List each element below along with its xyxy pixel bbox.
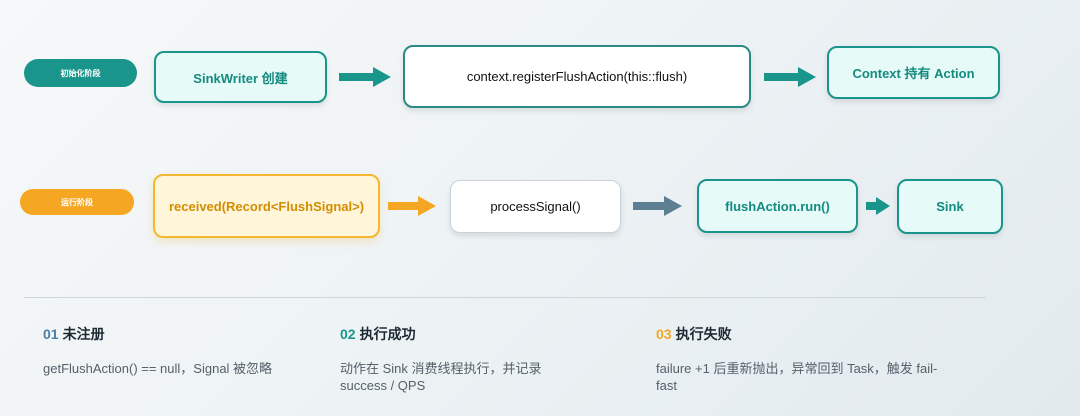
section-divider [24, 297, 986, 298]
note-body: 动作在 Sink 消费线程执行，并记录 success / QPS [340, 361, 542, 393]
right-arrow-icon [764, 67, 816, 87]
flush-action-run-box: flushAction.run() [697, 179, 858, 233]
run-phase-label: 运行阶段 [20, 189, 134, 215]
note-body: getFlushAction() == null，Signal 被忽略 [43, 361, 273, 376]
sinkwriter-create-box: SinkWriter 创建 [154, 51, 327, 103]
context-holds-action-box: Context 持有 Action [827, 46, 1000, 99]
right-arrow-icon [339, 67, 391, 87]
sink-box: Sink [897, 179, 1003, 234]
register-flush-action-box: context.registerFlushAction(this::flush) [403, 45, 751, 108]
process-signal-box: processSignal() [450, 180, 621, 233]
note-number: 03 [656, 326, 672, 342]
note-title: 执行失败 [675, 326, 732, 342]
note-title: 执行成功 [359, 326, 416, 342]
note-number: 02 [340, 326, 356, 342]
init-phase-label: 初始化阶段 [24, 59, 137, 87]
note-number: 01 [43, 326, 59, 342]
right-arrow-icon [633, 196, 682, 216]
right-arrow-icon [866, 196, 890, 216]
note-title: 未注册 [62, 326, 105, 342]
right-arrow-icon [388, 196, 436, 216]
note-body: failure +1 后重新抛出，异常回到 Task，触发 fail-fast [656, 361, 938, 393]
received-record-box: received(Record<FlushSignal>) [153, 174, 380, 238]
